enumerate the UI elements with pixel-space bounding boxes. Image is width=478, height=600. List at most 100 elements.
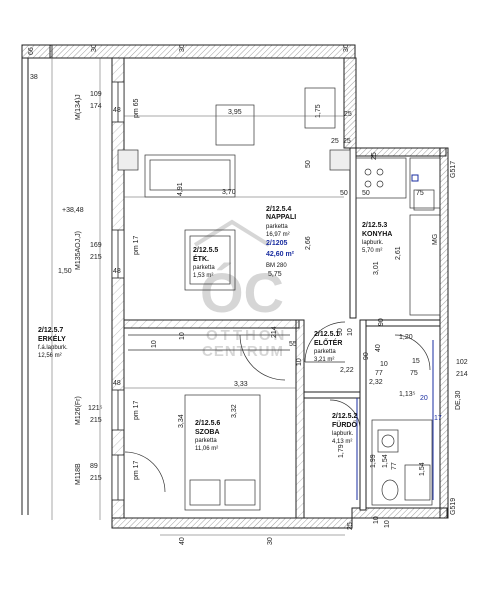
dim-10d: 10 xyxy=(347,328,354,336)
dim-75b: 75 xyxy=(410,370,418,377)
dim-109: 109 xyxy=(90,91,102,98)
konyha-floor: lapburk. xyxy=(362,240,384,246)
dim-75: 75 xyxy=(416,190,424,197)
dim-232: 2,32 xyxy=(369,379,383,386)
window-code-m118b: M118B xyxy=(75,463,82,485)
szoba-code: 2/12.5.6 xyxy=(195,420,220,427)
room-etk: 2/12.5.5 ÉTK. parketta 1,53 m² xyxy=(193,247,218,279)
dimension-lines xyxy=(51,45,345,536)
konyha-name: KONYHA xyxy=(362,231,392,238)
dim-154b: 1,54 xyxy=(419,462,426,476)
nappali-area: 16,97 m² xyxy=(266,232,290,238)
eloter-area: 3,21 m² xyxy=(314,357,334,363)
dim-301: 3,01 xyxy=(373,261,380,275)
dim-top30c: 30 xyxy=(343,44,350,52)
furdo-floor: lapburk. xyxy=(332,431,354,437)
furdo-name: FÜRDŐ xyxy=(332,420,357,429)
pm-17c: pm 17 xyxy=(133,460,140,480)
erkely-code: 2/12.5.7 xyxy=(38,327,63,334)
room-szoba: 2/12.5.6 SZOBA parketta 11,06 m² xyxy=(195,420,220,452)
furniture xyxy=(117,87,441,511)
konyha-code: 2/12.5.3 xyxy=(362,222,387,229)
dim-89: 89 xyxy=(90,463,98,470)
dim-102: 102 xyxy=(456,359,468,366)
etk-area: 1,53 m² xyxy=(193,273,213,279)
dim-370: 3,70 xyxy=(222,189,236,196)
dim-491: 4,91 xyxy=(177,182,184,196)
dim-20: 20 xyxy=(420,395,428,402)
dim-334: 3,34 xyxy=(178,414,185,428)
dim-120: 1,20 xyxy=(399,334,413,341)
window-code-m134j: M(134)J xyxy=(75,94,82,120)
dim-175: 1,75 xyxy=(315,104,322,118)
left-labels: 66 38 M(134)J 109 174 pm 65 48 +38,48 M1… xyxy=(28,47,140,485)
dim-179: 1,79 xyxy=(338,444,345,458)
dim-10b: 10 xyxy=(179,332,186,340)
dim-b10: 10 xyxy=(384,520,391,528)
dim-174: 174 xyxy=(90,103,102,110)
furdo-code: 2/12.5.2 xyxy=(332,413,357,420)
dim-215b: 215 xyxy=(90,417,102,424)
dim-10f: 10 xyxy=(373,516,380,524)
watermark-logo: ÓC xyxy=(200,261,284,324)
watermark: ÓC OTTHON CENTRUM xyxy=(193,219,284,360)
dim-215c: 215 xyxy=(90,475,102,482)
room-eloter: 2/12.5.1 ELŐTÉR parketta 3,21 m² xyxy=(314,331,342,363)
erkely-area: 12,56 m² xyxy=(38,353,62,359)
dim-17: 17 xyxy=(434,415,442,422)
g517-label: G517 xyxy=(450,161,457,178)
nappali-name: NAPPALI xyxy=(266,214,296,221)
dim-50a: 50 xyxy=(305,160,312,168)
dim-121: 121⁵ xyxy=(88,405,103,412)
dim-top30b: 30 xyxy=(179,44,186,52)
unit-code: 2/1205 xyxy=(266,240,288,247)
dim-b40: 40 xyxy=(179,537,186,545)
dim-395: 3,95 xyxy=(228,109,242,116)
dim-top30a: 30 xyxy=(91,44,98,52)
etk-name: ÉTK. xyxy=(193,254,209,263)
dim-266: 2,66 xyxy=(305,236,312,250)
szoba-name: SZOBA xyxy=(195,429,220,436)
dim-25c: 25 xyxy=(343,138,351,145)
dim-214b: 214 xyxy=(456,371,468,378)
dim-55: 55 xyxy=(289,341,297,348)
dim-10a: 10 xyxy=(151,340,158,348)
dimensions: 30 30 30 3,95 1,75 25 25 25 50 50 50 4,9… xyxy=(91,44,468,545)
window-code-m135aojj: M135AOJ,J) xyxy=(75,231,82,270)
dim-38: 38 xyxy=(30,74,38,81)
etk-floor: parketta xyxy=(193,265,215,271)
windows xyxy=(111,81,125,501)
dim-66: 66 xyxy=(28,47,35,55)
dim-169: 169 xyxy=(90,242,102,249)
furdo-area: 4,13 m² xyxy=(332,439,352,445)
mg-label: MG xyxy=(432,234,439,245)
watermark-line2: CENTRUM xyxy=(202,343,284,360)
dim-48a: 48 xyxy=(113,107,121,114)
dim-25a: 25 xyxy=(344,111,352,118)
elevation-3848: +38,48 xyxy=(62,207,84,214)
dim-150: 1,50 xyxy=(58,268,72,275)
dim-222: 2,22 xyxy=(340,367,354,374)
konyha-area: 5,70 m² xyxy=(362,248,382,254)
dim-25d: 25 xyxy=(371,152,378,160)
room-furdo: 2/12.5.2 FÜRDŐ lapburk. 4,13 m² xyxy=(332,413,357,445)
dim-90c: 90 xyxy=(363,352,370,360)
room-erkely: 2/12.5.7 ERKÉLY f.á.lapburk. 12,56 m² xyxy=(38,327,68,359)
dim-113: 1,13⁵ xyxy=(399,391,416,398)
pm-65: pm 65 xyxy=(133,98,140,118)
erkely-floor: f.á.lapburk. xyxy=(38,345,68,351)
szoba-area: 11,06 m² xyxy=(195,446,218,452)
installation-marks xyxy=(356,174,434,500)
eloter-code: 2/12.5.1 xyxy=(314,331,339,338)
dim-214a: 214 xyxy=(271,326,278,338)
dim-77b: 77 xyxy=(391,462,398,470)
dim-90b: 90 xyxy=(378,318,385,326)
dim-b25: 25 xyxy=(347,522,354,530)
dim-261: 2,61 xyxy=(395,246,402,260)
dim-50b: 50 xyxy=(340,190,348,197)
window-code-m126fr: M126(Fr) xyxy=(75,396,82,425)
eloter-floor: parketta xyxy=(314,349,336,355)
de30-label: DE,30 xyxy=(455,390,462,410)
nappali-floor: parketta xyxy=(266,224,288,230)
